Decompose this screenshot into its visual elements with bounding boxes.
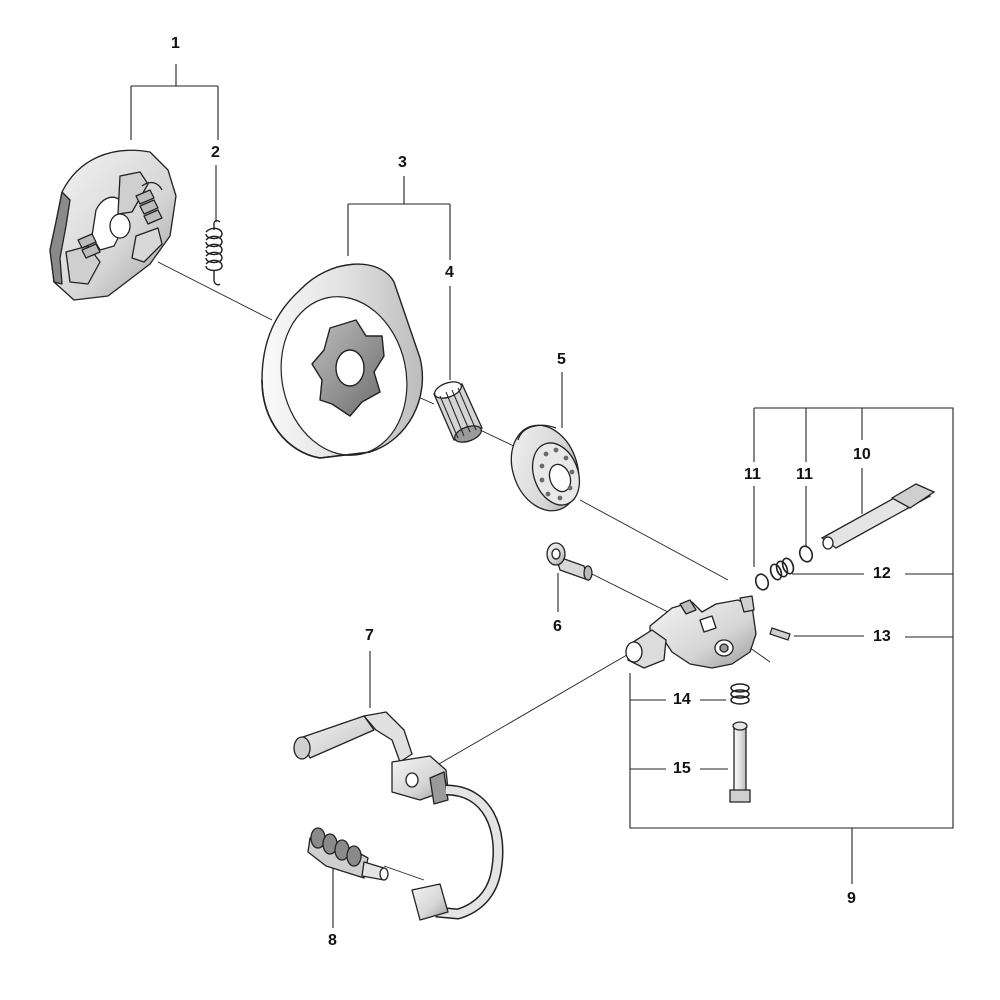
pin-tube-part (820, 483, 936, 550)
needle-bearing-part (433, 381, 483, 443)
callout-6: 6 (553, 618, 562, 635)
leader-lines (130, 64, 954, 928)
callout-2: 2 (211, 144, 220, 161)
oil-hose-part (293, 711, 504, 921)
callout-11-right: 11 (796, 466, 813, 483)
callout-15: 15 (673, 760, 691, 777)
callout-13: 13 (873, 628, 891, 645)
callout-1: 1 (171, 35, 180, 52)
callout-5: 5 (557, 351, 566, 368)
clutch-drum-part (261, 263, 424, 459)
callout-8: 8 (328, 932, 337, 949)
plunger-part (729, 721, 751, 803)
callout-9: 9 (847, 890, 856, 907)
small-spring-part (769, 557, 795, 581)
callout-4: 4 (445, 264, 454, 281)
oil-pump-body-part (625, 595, 757, 669)
spring-part (205, 220, 223, 286)
small-pin-part (769, 627, 791, 641)
clutch-part (49, 149, 177, 301)
oil-strainer-part (307, 827, 389, 881)
callout-14: 14 (673, 691, 691, 708)
callout-10: 10 (853, 446, 871, 463)
callout-11-left: 11 (744, 466, 761, 483)
plunger-spring-part (730, 683, 750, 705)
o-ring-parts (754, 545, 814, 591)
callout-12: 12 (873, 565, 891, 582)
callout-7: 7 (365, 627, 374, 644)
callout-3: 3 (398, 154, 407, 171)
sprocket-part (510, 424, 581, 512)
screw-part (546, 542, 593, 582)
